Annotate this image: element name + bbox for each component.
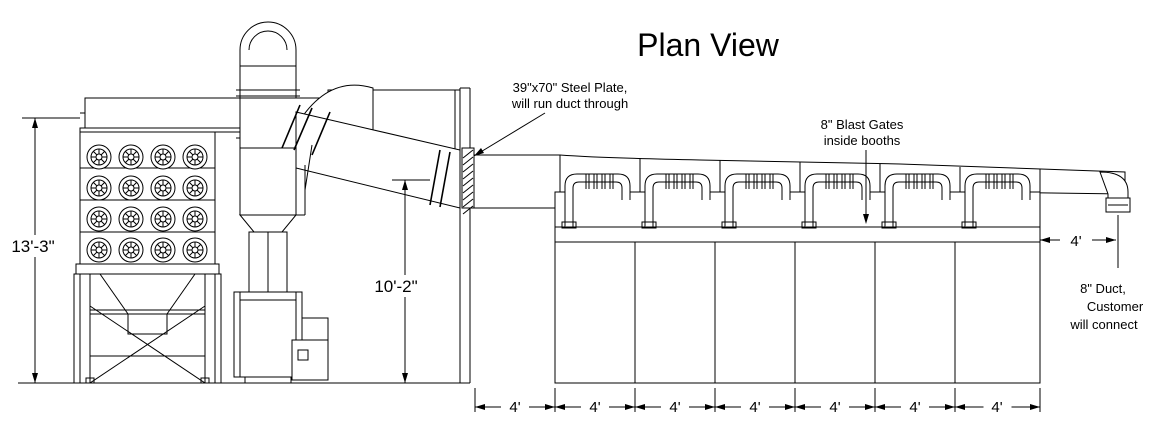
cartridge-filter [118, 144, 144, 170]
booth-width-7: 4' [991, 399, 1002, 416]
cartridge-filter [150, 175, 176, 201]
cartridge-filter [182, 144, 208, 170]
cartridge-filter [118, 175, 144, 201]
dim-end-offset: 4' [1040, 215, 1119, 250]
steel-plate-label-line1: 39"x70" Steel Plate, [513, 80, 628, 95]
booth-branch-duct [961, 173, 1031, 229]
cartridge-filter [182, 206, 208, 232]
drawing-title: Plan View [637, 27, 780, 63]
collector-legs [73, 273, 222, 384]
overall-height-label: 13'-3" [11, 237, 54, 256]
cartridge-filter [86, 144, 112, 170]
booth-branch-ducts [561, 173, 1031, 229]
duct-label-line1: 8" Duct, [1080, 281, 1126, 296]
cartridge-filter [118, 206, 144, 232]
duct-label-line3: will connect [1069, 317, 1138, 332]
cartridge-filter [182, 237, 208, 263]
cartridge-filter [150, 206, 176, 232]
cartridge-filter [182, 175, 208, 201]
booth-width-3: 4' [669, 399, 680, 416]
spray-booths [554, 173, 1041, 384]
blast-gates-label-line2: inside booths [824, 133, 901, 148]
cartridge-grid [86, 144, 208, 263]
cartridge-filter [150, 144, 176, 170]
booth-branch-duct [881, 173, 951, 229]
fan-motor [301, 317, 329, 341]
blast-gates-label-line1: 8" Blast Gates [821, 117, 904, 132]
cartridge-filter [86, 206, 112, 232]
collector-hopper [79, 273, 216, 335]
inlet-height-label: 10'-2" [374, 277, 417, 296]
end-offset-label: 4' [1070, 233, 1081, 250]
dim-overall-height: 13'-3" [2, 117, 80, 383]
fan-and-stack [233, 21, 329, 384]
callout-duct: 8" Duct, Customer will connect [1069, 250, 1144, 332]
booth-branch-duct [801, 173, 871, 229]
wall [459, 87, 471, 384]
booth-width-4: 4' [749, 399, 760, 416]
booth-enclosure [554, 191, 1041, 384]
steel-plate [461, 147, 475, 215]
cartridge-filter [150, 237, 176, 263]
booth-width-5: 4' [829, 399, 840, 416]
cartridge-filter [118, 237, 144, 263]
cartridge-filter [86, 175, 112, 201]
dim-inlet-height: 10'-2" [360, 179, 432, 383]
dust-collector [73, 97, 241, 384]
booth-width-6: 4' [909, 399, 920, 416]
inlet-duct [239, 84, 461, 216]
booth-branch-duct [641, 173, 711, 229]
booth-width-1: 4' [509, 399, 520, 416]
booth-branch-duct [561, 173, 631, 229]
booth-branch-duct [721, 173, 791, 229]
steel-plate-label-line2: will run duct through [511, 96, 628, 111]
booth-width-2: 4' [589, 399, 600, 416]
duct-label-line2: Customer [1087, 299, 1144, 314]
fan-housing [239, 291, 297, 378]
cartridge-filter [86, 237, 112, 263]
dim-booth-widths: 4' 4' 4' 4' 4' 4' 4' [474, 388, 1041, 416]
callout-steel-plate: 39"x70" Steel Plate, will run duct throu… [473, 80, 628, 157]
callout-blast-gates: 8" Blast Gates inside booths [821, 117, 904, 224]
collector-plenum [84, 97, 241, 129]
